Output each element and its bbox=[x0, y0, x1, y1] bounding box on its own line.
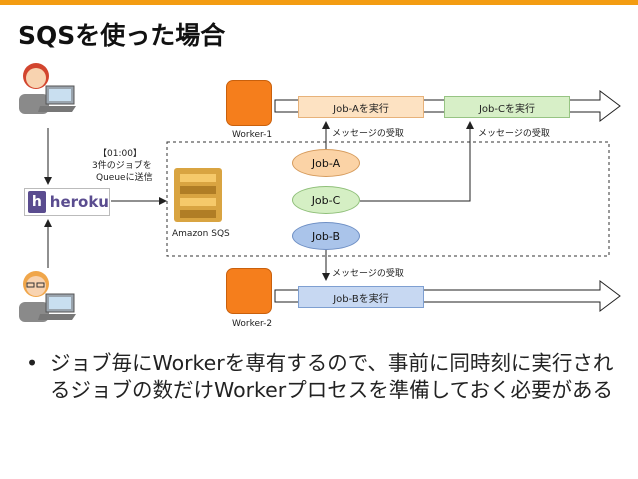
send-note-line1: 【01:00】 bbox=[98, 149, 142, 159]
receive-label-2: メッセージの受取 bbox=[478, 129, 550, 139]
slide-title: SQSを使った場合 bbox=[18, 21, 226, 50]
user-icon-bottom bbox=[19, 271, 76, 322]
job-c-receive-line bbox=[360, 121, 474, 202]
amazon-sqs-icon bbox=[174, 168, 222, 222]
queue-job-c: Job-C bbox=[292, 186, 360, 214]
worker-1-label: Worker-1 bbox=[232, 130, 273, 140]
heroku-logo-icon: h bbox=[28, 191, 46, 213]
top-accent-bar bbox=[0, 0, 638, 5]
heroku-box: h heroku bbox=[24, 188, 110, 216]
task-job-a-exec: Job-Aを実行 bbox=[298, 96, 424, 118]
send-note-line3: Queueに送信 bbox=[96, 173, 153, 183]
worker-1-icon bbox=[226, 80, 272, 126]
task-job-b-exec: Job-Bを実行 bbox=[298, 286, 424, 308]
receive-label-1: メッセージの受取 bbox=[332, 129, 404, 139]
heroku-label: heroku bbox=[49, 193, 109, 211]
queue-job-b: Job-B bbox=[292, 222, 360, 250]
bullet-text: ジョブ毎にWorkerを専有するので、事前に同時刻に実行されるジョブの数だけWo… bbox=[50, 351, 614, 402]
bullet-point: • ジョブ毎にWorkerを専有するので、事前に同時刻に実行されるジョブの数だけ… bbox=[26, 350, 618, 404]
worker-2-label: Worker-2 bbox=[232, 319, 273, 329]
receive-label-3: メッセージの受取 bbox=[332, 269, 404, 279]
user-icon-top bbox=[19, 63, 76, 114]
worker-2-icon bbox=[226, 268, 272, 314]
send-note-line2: 3件のジョブを bbox=[92, 161, 152, 171]
bullet-dot-icon: • bbox=[26, 351, 39, 375]
sqs-region bbox=[166, 141, 610, 257]
queue-job-a: Job-A bbox=[292, 149, 360, 177]
task-job-c-exec: Job-Cを実行 bbox=[444, 96, 570, 118]
sqs-label: Amazon SQS bbox=[172, 229, 230, 239]
